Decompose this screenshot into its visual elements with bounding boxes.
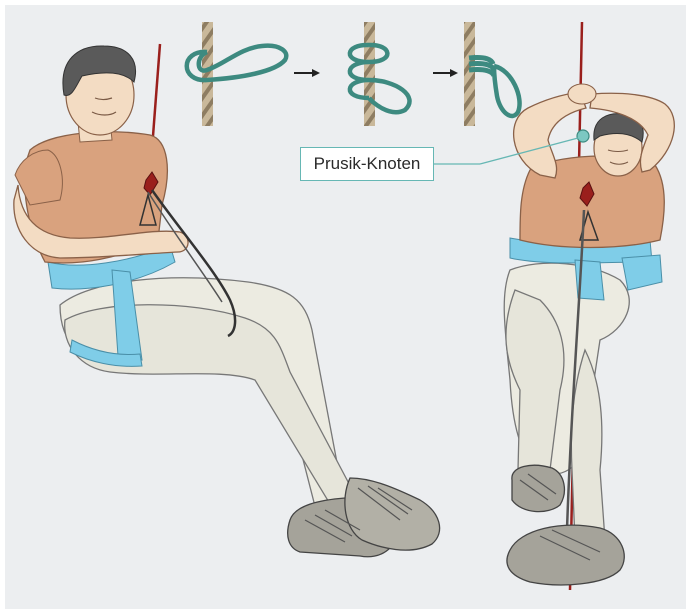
prusik-loop <box>187 46 287 80</box>
right-climber <box>504 22 674 590</box>
left-climber <box>14 44 440 557</box>
arrow-right-icon <box>294 69 320 77</box>
knot-step-2 <box>350 22 410 126</box>
knot-step-3 <box>464 22 520 126</box>
rope-segment <box>202 22 213 126</box>
rope-segment <box>364 22 375 126</box>
prusik-knot-label-text: Prusik-Knoten <box>314 154 421 174</box>
rope-segment <box>464 22 475 126</box>
prusik-knot-label: Prusik-Knoten <box>300 147 434 181</box>
arrow-right-icon <box>433 69 458 77</box>
prusik-knot-marker <box>577 130 589 142</box>
knot-step-1 <box>187 22 287 126</box>
